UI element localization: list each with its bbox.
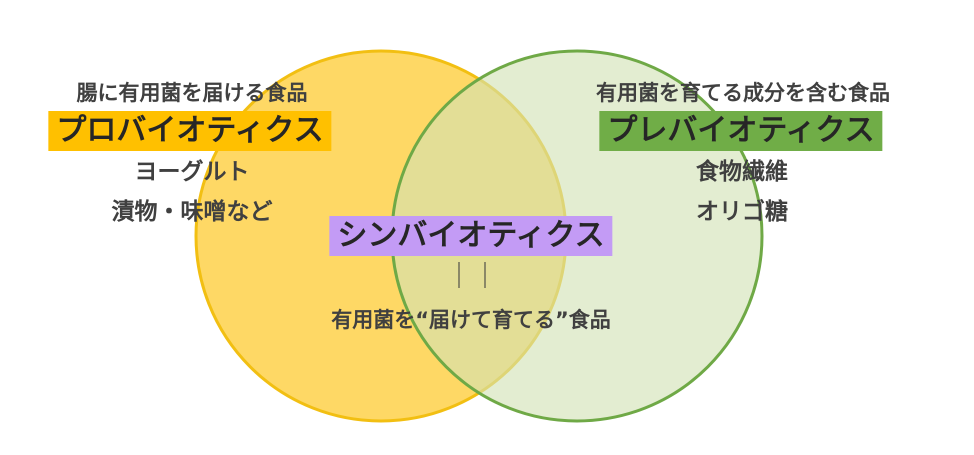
prebiotics-example-fiber: 食物繊維 xyxy=(696,159,788,185)
probiotics-label: プロバイオティクス xyxy=(48,111,332,151)
prebiotics-example-oligosaccharide: オリゴ糖 xyxy=(696,199,788,225)
synbiotics-description: 有用菌を“届けて育てる”食品 xyxy=(331,308,611,332)
synbiotics-equals-sign: ｜｜ xyxy=(445,262,499,292)
probiotics-example-pickles: 漬物・味噌など xyxy=(111,199,273,225)
synbiotics-label: シンバイオティクス xyxy=(329,216,613,256)
probiotics-description: 腸に有用菌を届ける食品 xyxy=(76,81,308,105)
prebiotics-label: プレバイオティクス xyxy=(599,111,883,151)
prebiotics-description: 有用菌を育てる成分を含む食品 xyxy=(596,81,890,105)
probiotics-example-yogurt: ヨーグルト xyxy=(134,159,250,185)
